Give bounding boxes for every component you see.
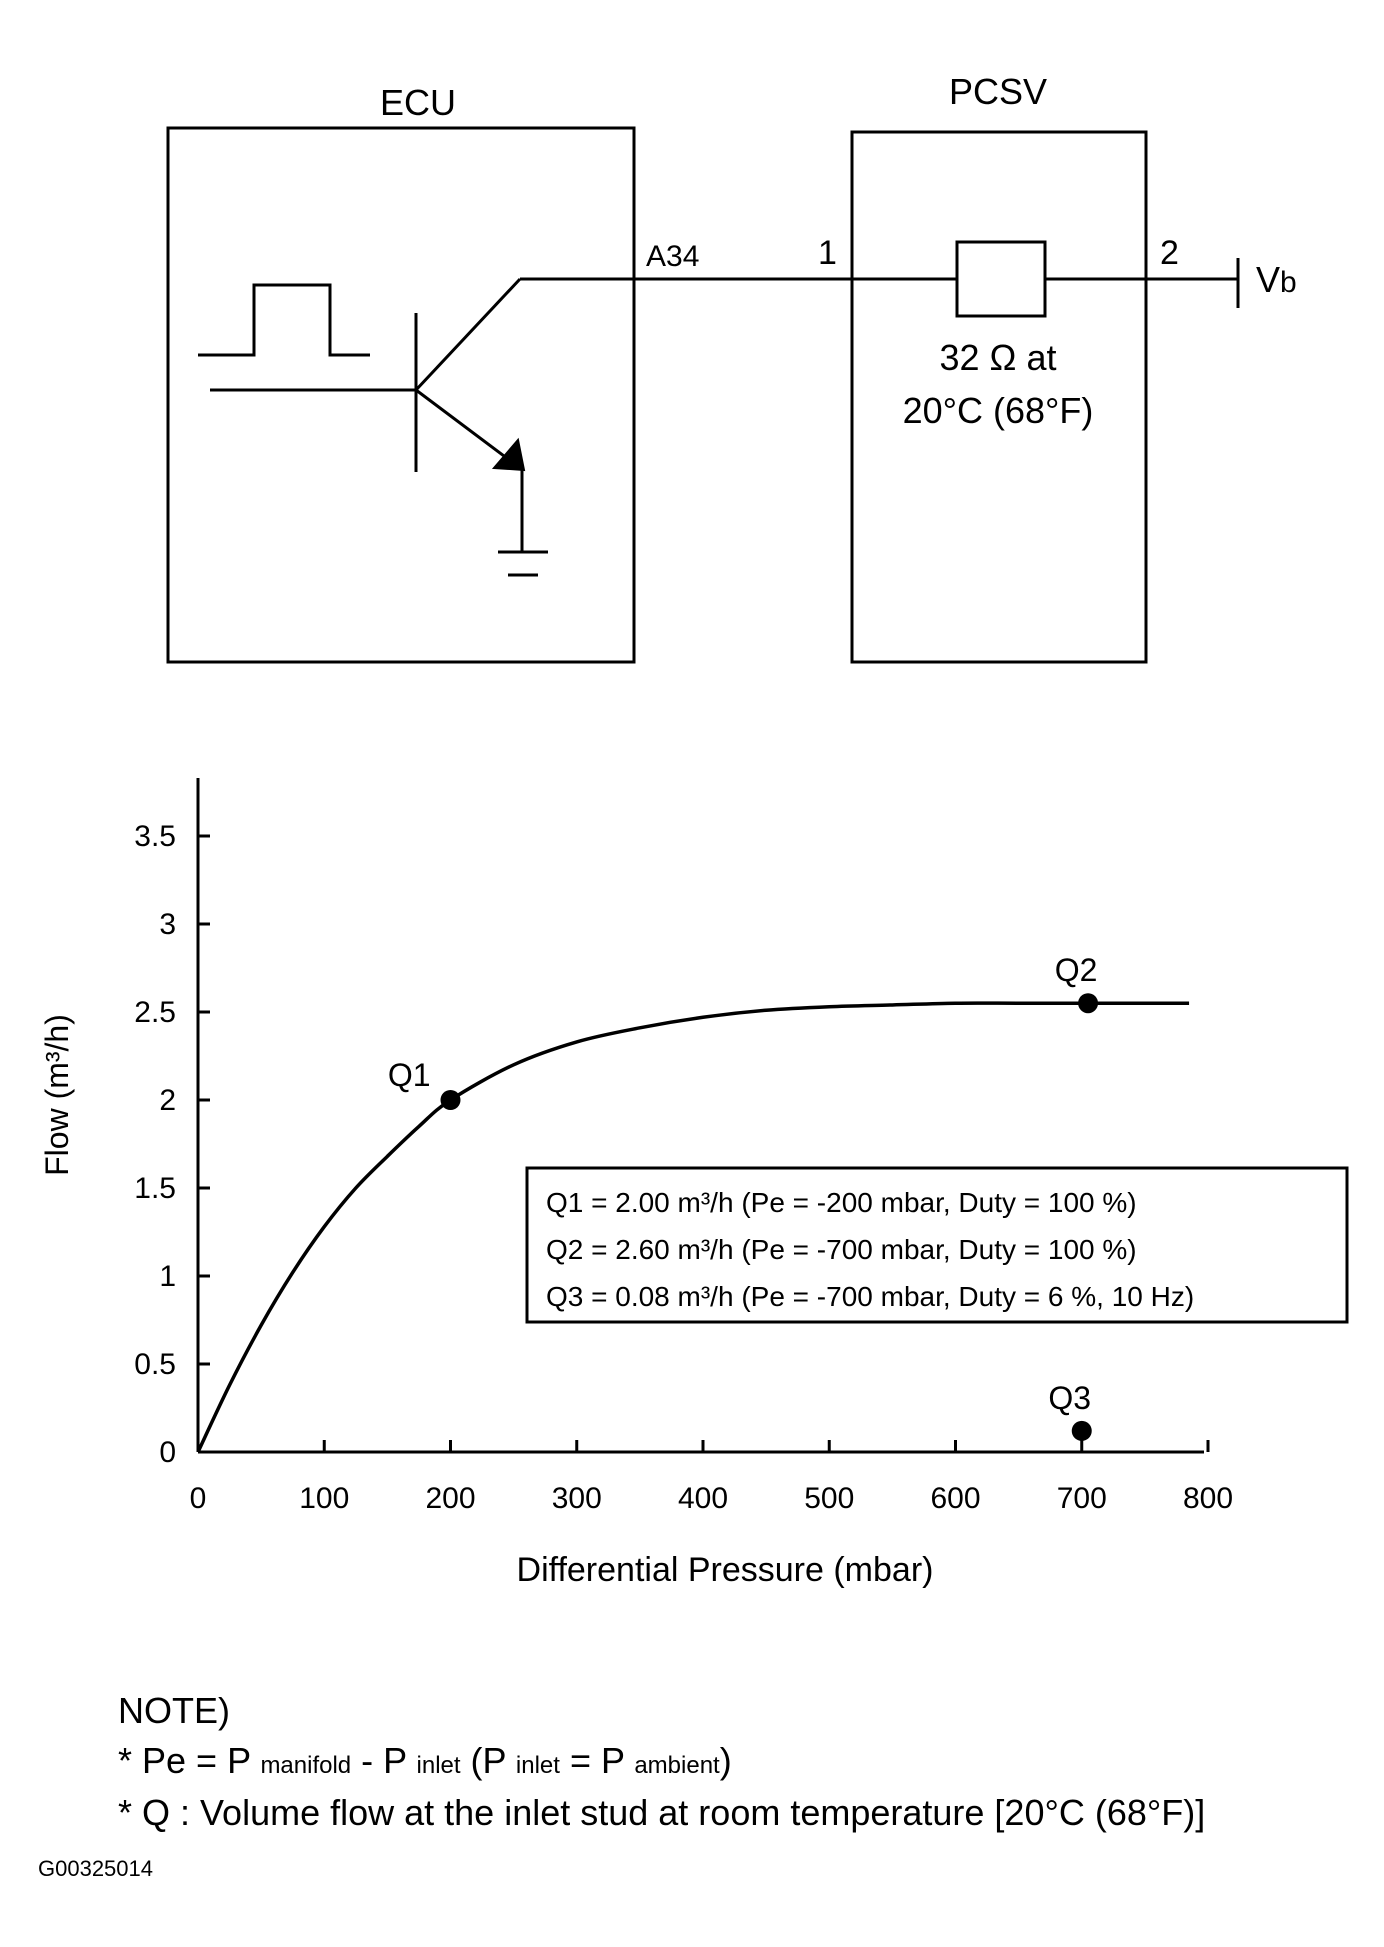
pin-1-label: 1	[818, 234, 837, 272]
solenoid-resistor	[955, 240, 1047, 318]
transistor-collector	[414, 277, 522, 392]
point-label-q1: Q1	[388, 1057, 431, 1093]
legend-q2: Q2 = 2.60 m³/h (Pe = -700 mbar, Duty = 1…	[546, 1234, 1137, 1265]
x-tick-label: 400	[678, 1482, 728, 1515]
pcsv-box	[850, 130, 1148, 664]
figure-code: G00325014	[38, 1856, 153, 1881]
point-label-q2: Q2	[1055, 952, 1098, 988]
point-label-q3: Q3	[1048, 1380, 1091, 1416]
ecu-label: ECU	[380, 82, 456, 123]
point-q3	[1071, 1420, 1092, 1441]
y-tick-label: 0.5	[134, 1348, 176, 1381]
x-tick-label: 800	[1183, 1482, 1233, 1515]
legend-q1: Q1 = 2.00 m³/h (Pe = -200 mbar, Duty = 1…	[546, 1187, 1137, 1218]
pulse-signal	[198, 283, 370, 357]
legend-q3: Q3 = 0.08 m³/h (Pe = -700 mbar, Duty = 6…	[546, 1281, 1194, 1312]
vb-label: Vb	[1256, 259, 1297, 300]
note-line-q: * Q : Volume flow at the inlet stud at r…	[118, 1792, 1206, 1833]
y-tick-label: 2	[159, 1084, 176, 1117]
y-tick-label: 3.5	[134, 820, 176, 853]
flow-curve	[196, 1001, 1190, 1453]
x-tick-label: 500	[804, 1482, 854, 1515]
ecu-box	[166, 126, 636, 664]
note-line-pe: * Pe = P manifold - P inlet (P inlet = P…	[118, 1740, 732, 1781]
note-title: NOTE)	[118, 1690, 230, 1731]
x-axis-label: Differential Pressure (mbar)	[517, 1551, 934, 1589]
y-axis-ticks: 0 0.5 1 1.5 2 2.5 3 3.5	[134, 820, 210, 1469]
point-q1	[440, 1090, 461, 1110]
x-axis-ticks: 0 100 200 300 400 500 600 700 800	[190, 1440, 1233, 1515]
resistance-label-line1: 32 Ω at	[940, 337, 1057, 378]
circuit-diagram	[166, 126, 1240, 664]
y-tick-label: 1.5	[134, 1172, 176, 1205]
flow-chart: 0 0.5 1 1.5 2 2.5 3 3.5 0 100 200 300 400 500 600 700 8…	[39, 778, 1349, 1589]
x-tick-label: 100	[299, 1482, 349, 1515]
terminal-a34-label: A34	[646, 240, 699, 273]
x-tick-label: 700	[1057, 1482, 1107, 1515]
point-q2	[1078, 993, 1099, 1014]
y-tick-label: 3	[159, 908, 176, 941]
x-tick-label: 600	[930, 1482, 980, 1515]
emitter-arrow-icon	[491, 437, 526, 472]
x-tick-label: 300	[552, 1482, 602, 1515]
x-tick-label: 200	[425, 1482, 475, 1515]
legend-box: Q1 = 2.00 m³/h (Pe = -200 mbar, Duty = 1…	[525, 1166, 1349, 1324]
x-tick-label: 0	[190, 1482, 207, 1515]
y-tick-label: 0	[159, 1436, 176, 1469]
resistance-label-line2: 20°C (68°F)	[903, 390, 1094, 431]
y-axis-label: Flow (m³/h)	[39, 1014, 75, 1176]
y-tick-label: 1	[159, 1260, 176, 1293]
pin-2-label: 2	[1160, 234, 1179, 272]
pcsv-label: PCSV	[949, 71, 1047, 112]
transistor-emitter	[415, 388, 513, 464]
y-tick-label: 2.5	[134, 996, 176, 1029]
